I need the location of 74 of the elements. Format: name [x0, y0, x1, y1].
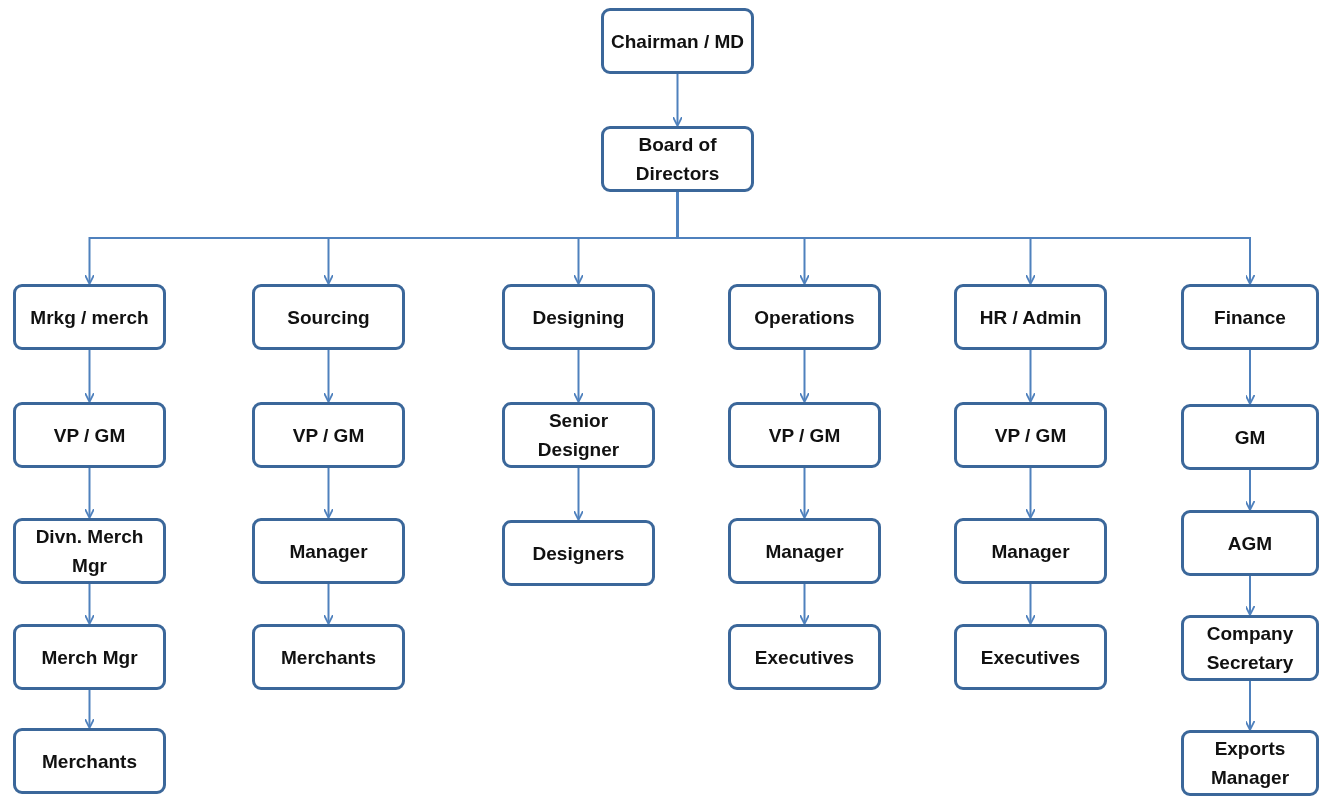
role-label: Mrkg / merch — [29, 305, 150, 330]
arrow — [1244, 575, 1256, 616]
role-label: HR / Admin — [978, 305, 1083, 330]
role-label: VP / GM — [52, 423, 127, 448]
org-box — [13, 518, 166, 584]
org-box — [1181, 404, 1319, 470]
org-box — [954, 284, 1107, 350]
role-label: Exports Manager — [1209, 737, 1291, 790]
org-box — [252, 624, 405, 690]
org-box — [502, 284, 655, 350]
role-label: Senior Designer — [536, 409, 621, 462]
org-box — [954, 624, 1107, 690]
arrow — [1025, 349, 1036, 403]
role-label: Merch Mgr — [40, 645, 139, 670]
org-box — [1181, 510, 1319, 576]
arrow — [1244, 469, 1256, 511]
role-label: Chairman / MD — [610, 29, 745, 54]
org-box — [1181, 284, 1319, 350]
role-label: Sourcing — [286, 305, 371, 330]
arrow — [323, 583, 334, 625]
arrow — [84, 467, 95, 519]
org-box — [1181, 615, 1319, 681]
role-label: Company Secretary — [1205, 622, 1295, 675]
arrow — [323, 467, 334, 519]
arrow — [672, 73, 683, 127]
role-label: GM — [1233, 425, 1267, 450]
role-label: Manager — [990, 539, 1071, 564]
org-box — [728, 518, 881, 584]
arrow — [1025, 467, 1036, 519]
role-label: Merchants — [280, 645, 377, 670]
org-box — [502, 402, 655, 468]
org-box — [954, 402, 1107, 468]
role-label: Merchants — [41, 749, 138, 774]
role-label: Manager — [764, 539, 845, 564]
arrow — [799, 349, 810, 403]
role-label: Executives — [753, 645, 856, 670]
role-label: Board of Directors — [634, 133, 721, 186]
org-box — [13, 624, 166, 690]
role-label: AGM — [1226, 531, 1274, 556]
arrow — [323, 349, 334, 403]
role-label: Divn. Merch Mgr — [34, 525, 145, 578]
org-box — [252, 284, 405, 350]
org-box — [1181, 730, 1319, 796]
org-box — [954, 518, 1107, 584]
role-label: Finance — [1213, 305, 1287, 330]
arrow — [1244, 680, 1256, 731]
arrow — [573, 467, 584, 521]
role-label: Manager — [288, 539, 369, 564]
org-box — [13, 728, 166, 794]
role-label: VP / GM — [767, 423, 842, 448]
org-box — [13, 284, 166, 350]
org-box — [601, 8, 754, 74]
role-label: VP / GM — [291, 423, 366, 448]
org-box — [502, 520, 655, 586]
role-label: Operations — [753, 305, 856, 330]
arrow — [573, 349, 584, 403]
arrow — [1025, 583, 1036, 625]
org-box — [13, 402, 166, 468]
org-box — [252, 402, 405, 468]
role-label: Designing — [531, 305, 626, 330]
org-box — [252, 518, 405, 584]
arrow — [84, 349, 95, 403]
arrow — [799, 467, 810, 519]
arrow — [1244, 349, 1256, 405]
org-box — [728, 402, 881, 468]
role-label: Designers — [531, 541, 626, 566]
role-label: VP / GM — [993, 423, 1068, 448]
org-box — [728, 624, 881, 690]
arrow — [84, 689, 95, 729]
org-box — [601, 126, 754, 192]
arrow — [799, 583, 810, 625]
role-label: Executives — [979, 645, 1082, 670]
org-box — [728, 284, 881, 350]
arrow — [84, 583, 95, 625]
